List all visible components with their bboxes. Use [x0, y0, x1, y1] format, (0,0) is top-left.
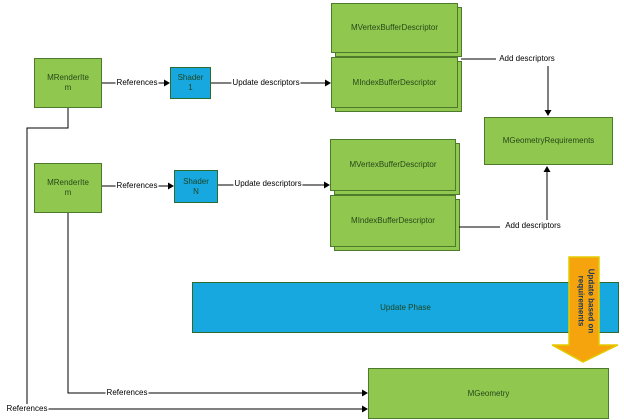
update-based-on-requirements-label: Update based on requirements — [576, 268, 596, 334]
node-mgeometryrequirements: MGeometryRequirements — [484, 117, 613, 165]
edge-label-update-descriptors-2: Update descriptors — [233, 179, 303, 189]
edge-label-references-geometry-2: References — [5, 404, 49, 414]
edge-label-references-geometry-1: References — [105, 388, 149, 398]
arrowhead-into-georeq-top — [544, 110, 552, 116]
node-mvertexbufferdescriptor-bottom: MVertexBufferDescriptor — [330, 139, 456, 191]
connector-add-descriptors-bottom — [459, 172, 548, 228]
edge-label-references-shadern: References — [115, 181, 159, 191]
node-shader-n: Shader N — [174, 170, 218, 203]
edge-label-references-shader1: References — [115, 78, 159, 88]
edge-label-add-descriptors-bottom: Add descriptors — [505, 221, 561, 230]
node-mgeometry: MGeometry — [368, 368, 609, 419]
node-mindexbufferdescriptor-top: MIndexBufferDescriptor — [331, 57, 458, 108]
node-mvertexbufferdescriptor-top: MVertexBufferDescriptor — [331, 3, 458, 53]
node-update-phase-bar: Update Phase — [192, 282, 619, 333]
node-mrenderitem-bottom: MRenderIte m — [34, 163, 102, 213]
connector-add-descriptors-top — [461, 58, 549, 110]
node-shader-1: Shader 1 — [170, 67, 211, 99]
arrowhead-into-georeq-bottom — [543, 166, 551, 172]
node-mrenderitem-top: MRenderIte m — [34, 58, 102, 108]
edge-label-update-descriptors-1: Update descriptors — [231, 78, 301, 88]
connector-references-geometry-2 — [26, 108, 362, 410]
node-mindexbufferdescriptor-bottom: MIndexBufferDescriptor — [330, 195, 456, 247]
edge-label-add-descriptors-top: Add descriptors — [499, 54, 555, 63]
